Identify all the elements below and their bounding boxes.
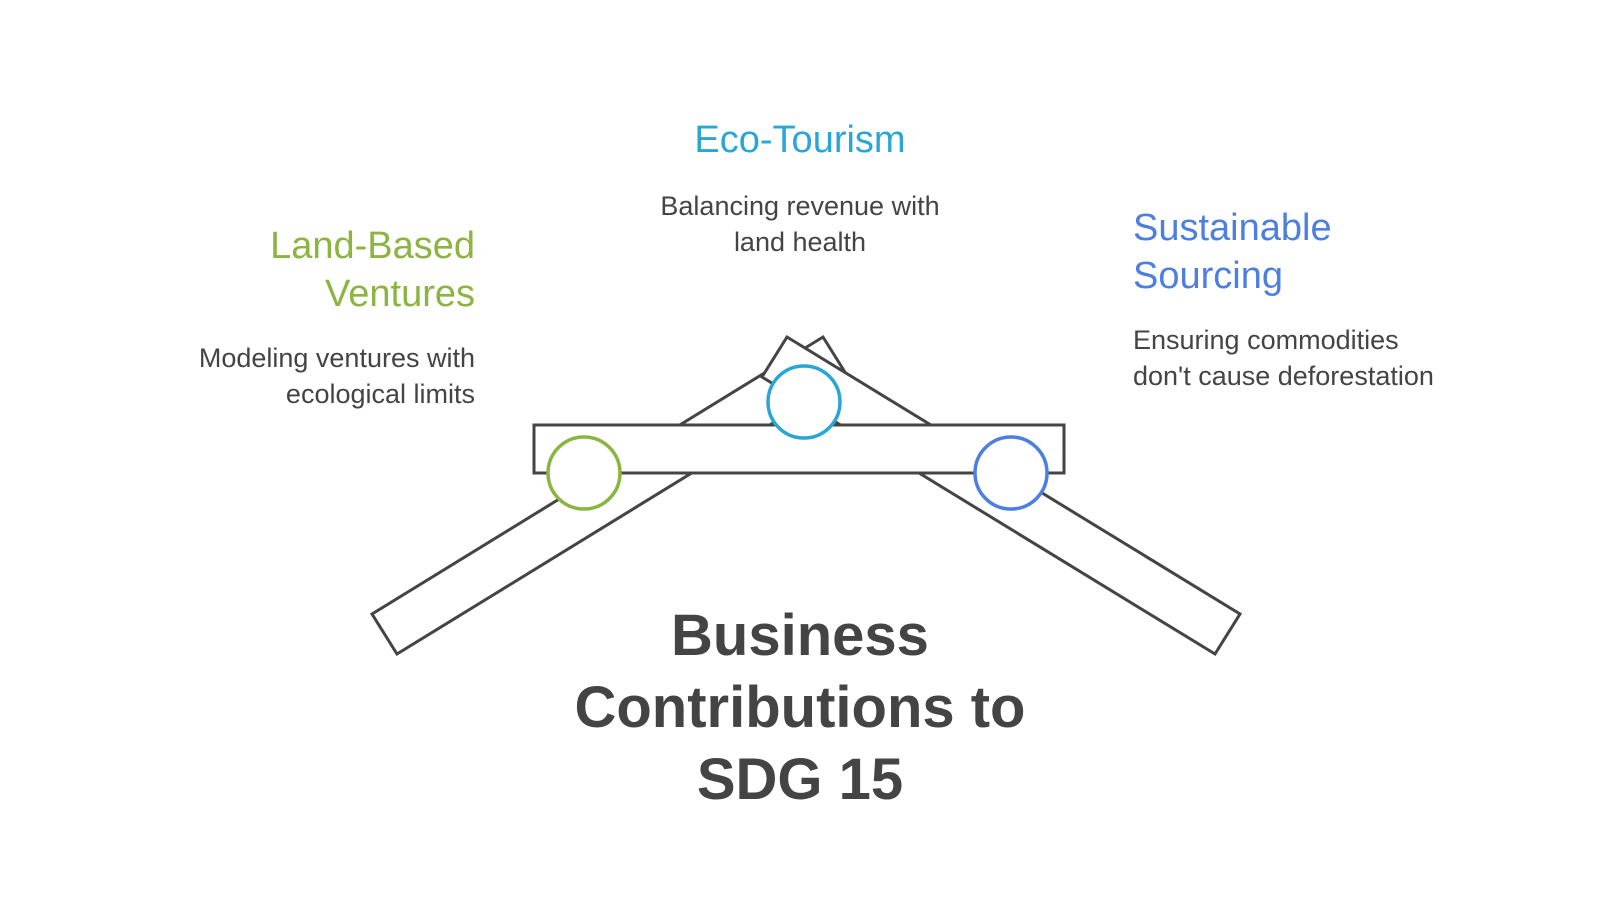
sustainable-sourcing-description: Ensuring commodities don't cause defores… bbox=[1133, 325, 1434, 391]
sustainable-sourcing-node-icon bbox=[973, 435, 1049, 511]
land-based-description: Modeling ventures with ecological limits bbox=[198, 343, 475, 409]
main-title: Business Contributions to SDG 15 bbox=[574, 603, 1026, 812]
eco-tourism-node-icon bbox=[766, 364, 842, 440]
land-based-title: Land-Based Ventures bbox=[270, 225, 475, 315]
eco-tourism-title: Eco-Tourism bbox=[694, 119, 906, 161]
land-based-node-icon bbox=[546, 435, 622, 511]
eco-tourism-description: Balancing revenue with land health bbox=[660, 191, 940, 257]
sustainable-sourcing-title: Sustainable Sourcing bbox=[1133, 207, 1332, 297]
